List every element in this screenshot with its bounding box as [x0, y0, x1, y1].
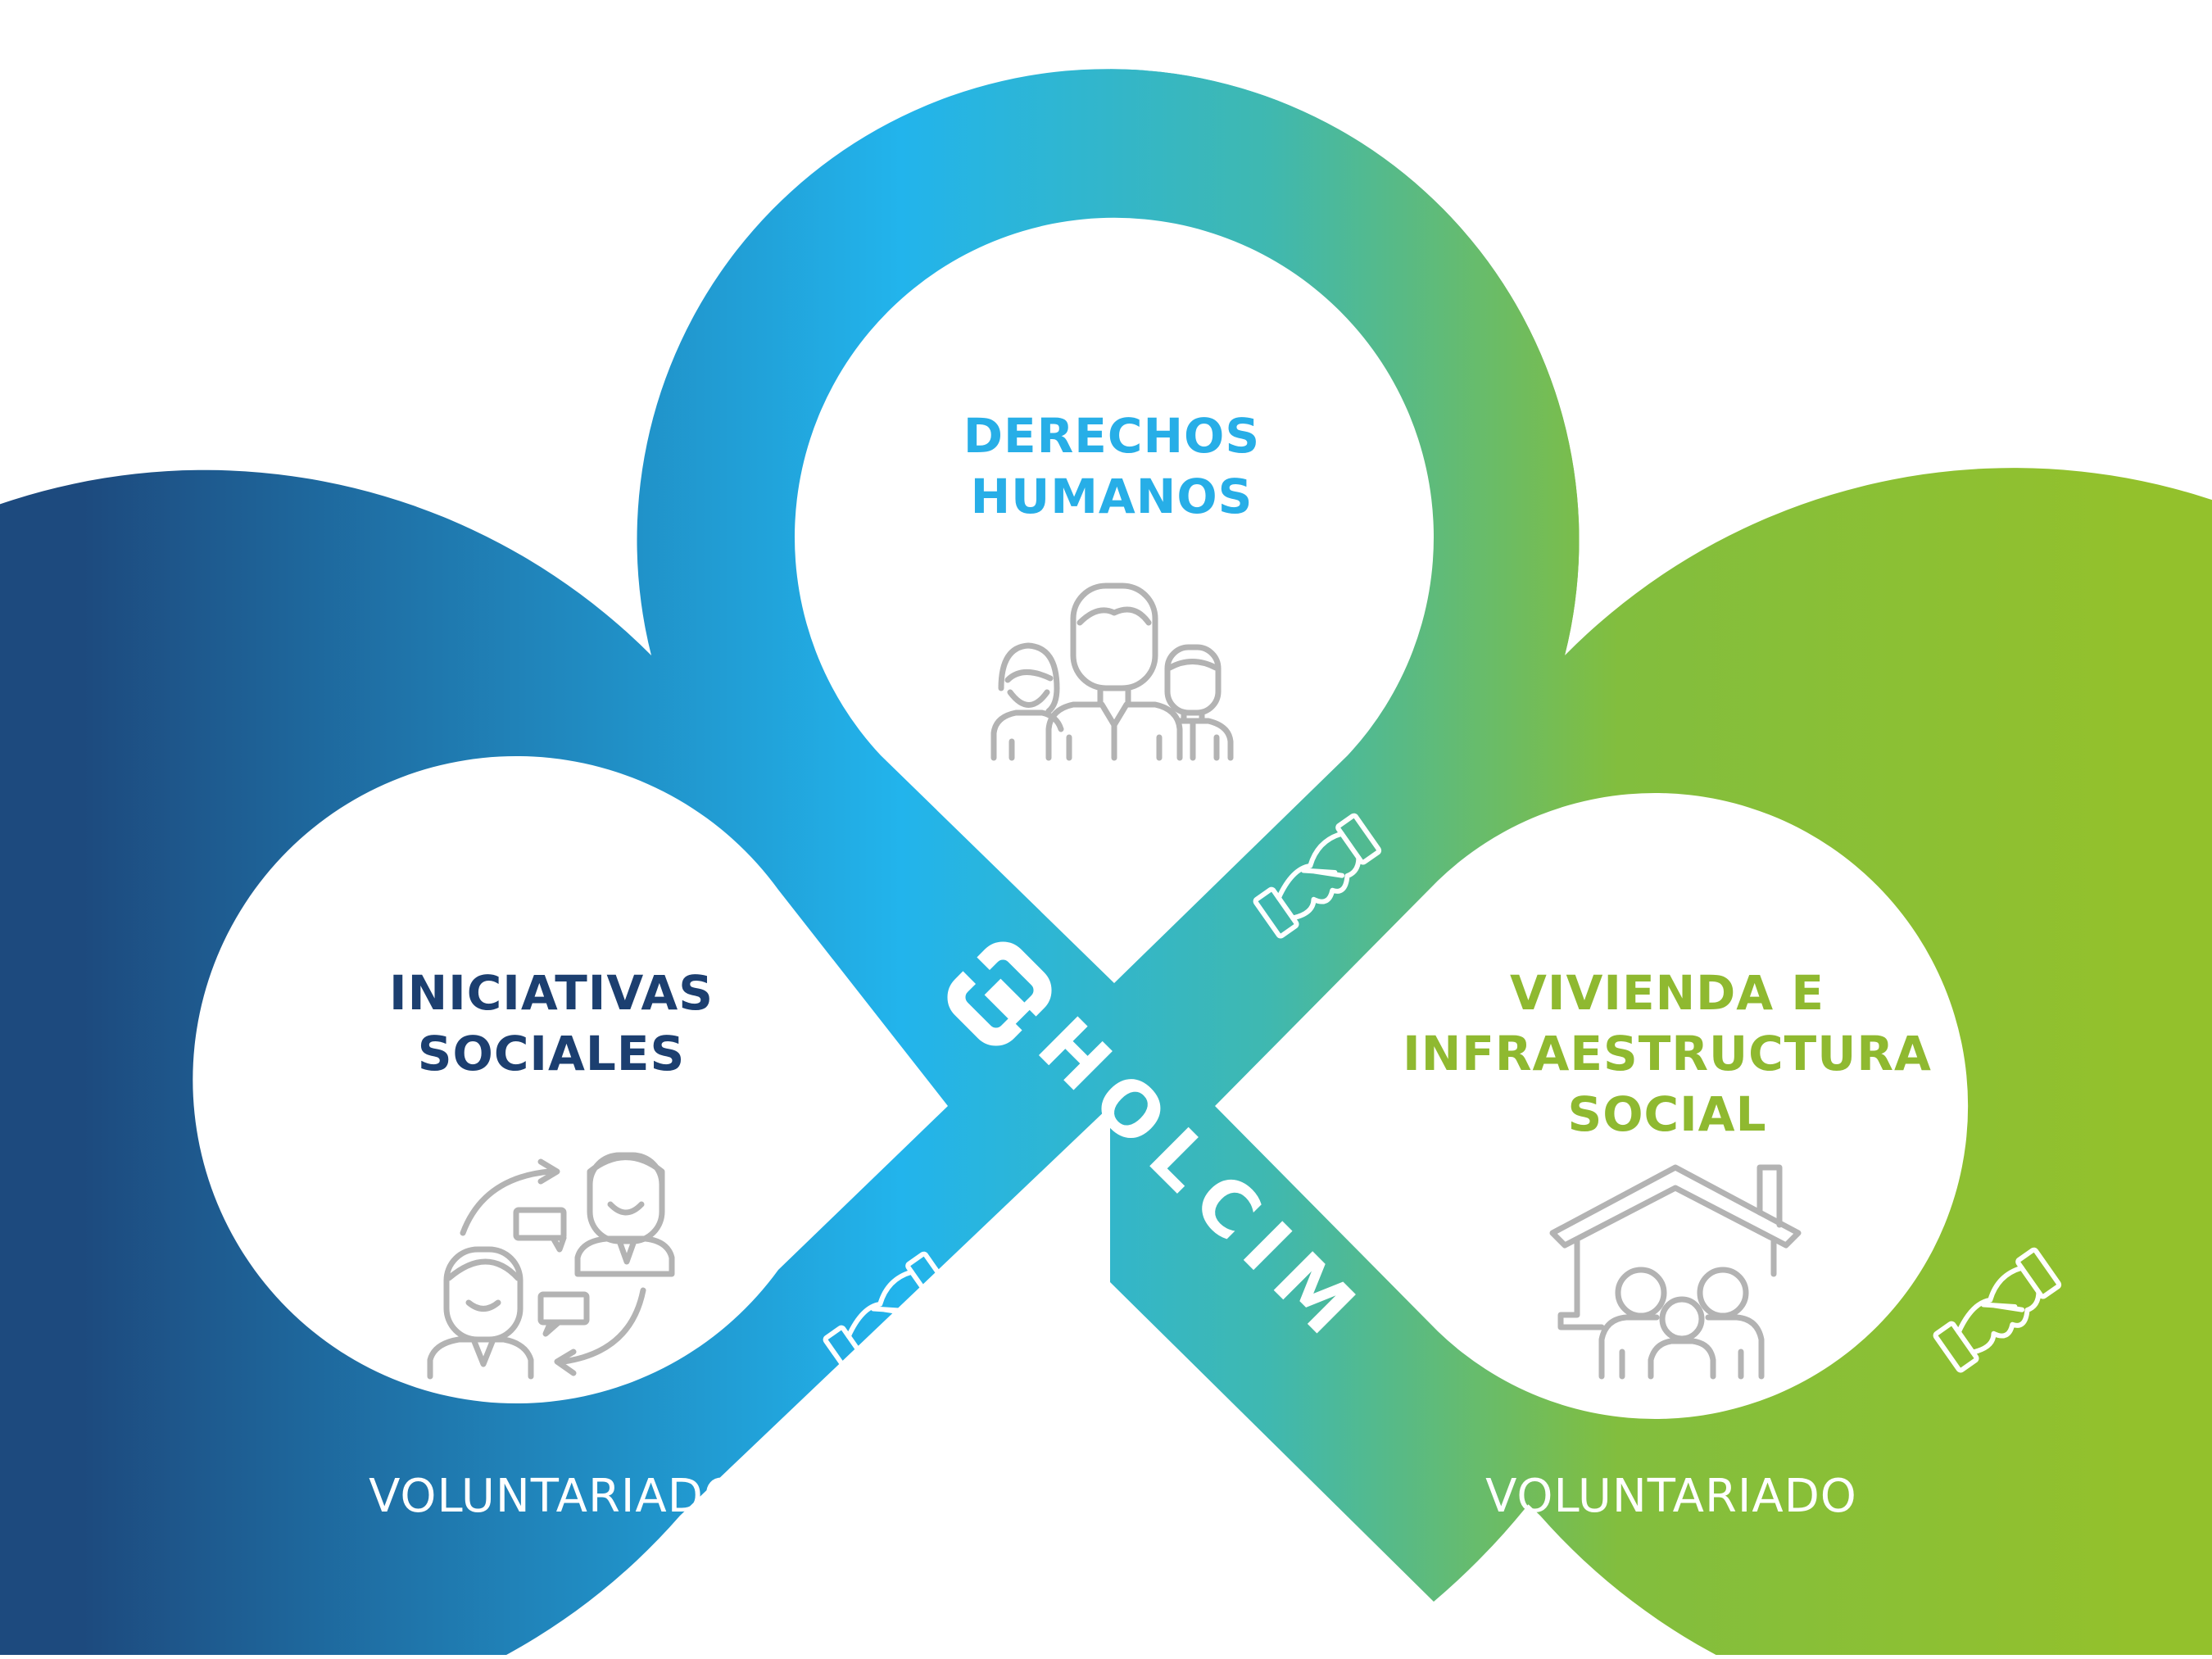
house-family-icon — [1549, 1164, 1802, 1380]
node-top-title: DERECHOS HUMANOS — [963, 408, 1260, 524]
top-circle — [795, 217, 1434, 984]
handshake-icon — [1933, 1247, 2062, 1373]
handshake-icon — [823, 1251, 952, 1377]
handshake-icon — [1253, 813, 1382, 939]
people-group-icon — [990, 582, 1234, 761]
holcim-logo-icon — [947, 941, 1052, 1046]
inner-spaces — [193, 217, 1969, 1419]
node-left-title: INICIATIVAS SOCIALES — [389, 965, 714, 1081]
title-line: INFRAESTRUCTURA — [1403, 1026, 1932, 1081]
voluntariado-left-label: VOLUNTARIADO — [369, 1470, 741, 1523]
title-line: INICIATIVAS — [389, 965, 714, 1021]
right-circle — [1215, 792, 1969, 1419]
conversation-people-icon — [427, 1152, 675, 1380]
title-line: VIVIENDA E — [1510, 965, 1824, 1021]
left-circle — [193, 755, 948, 1403]
title-line: SOCIALES — [418, 1026, 685, 1081]
title-line: HUMANOS — [971, 469, 1253, 524]
node-right-title: VIVIENDA E INFRAESTRUCTURA SOCIAL — [1403, 965, 1932, 1142]
title-line: DERECHOS — [963, 408, 1260, 464]
voluntariado-right-label: VOLUNTARIADO — [1485, 1470, 1857, 1523]
title-line: SOCIAL — [1567, 1086, 1766, 1142]
